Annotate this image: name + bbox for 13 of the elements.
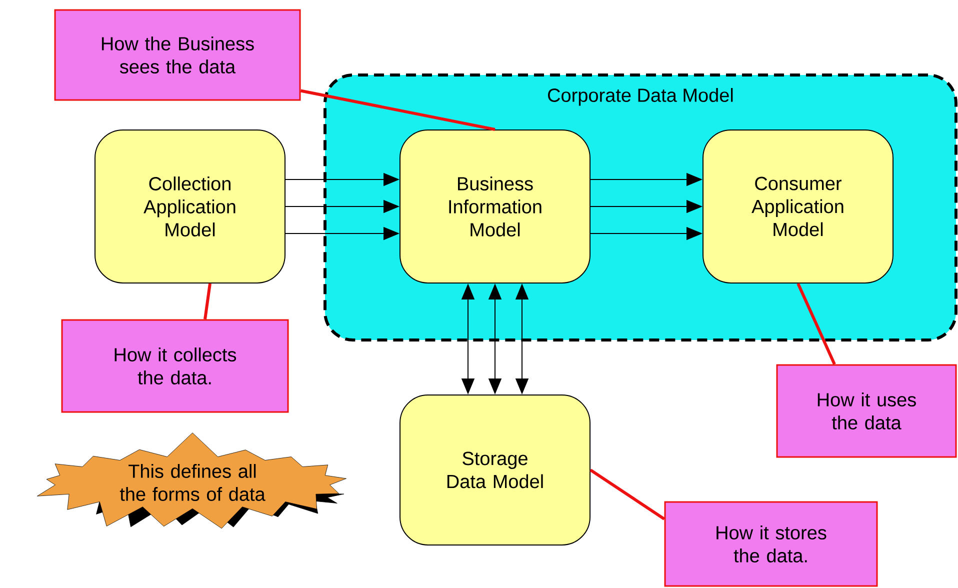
callout-box: How it uses the data — [776, 364, 957, 458]
leader-line — [796, 282, 836, 365]
leader-line — [590, 468, 666, 520]
leader-line — [204, 283, 212, 320]
leader-line — [300, 89, 496, 131]
callout-box: How it stores the data. — [664, 501, 878, 587]
model-box: Collection Application Model — [94, 129, 286, 284]
model-box: Storage Data Model — [400, 394, 590, 546]
model-box: Business Information Model — [400, 129, 590, 284]
callout-box: How the Business sees the data — [54, 9, 301, 101]
callout-box: How it collects the data. — [61, 319, 289, 413]
starburst: This defines all the forms of data — [36, 432, 346, 529]
model-box: Consumer Application Model — [702, 129, 894, 284]
